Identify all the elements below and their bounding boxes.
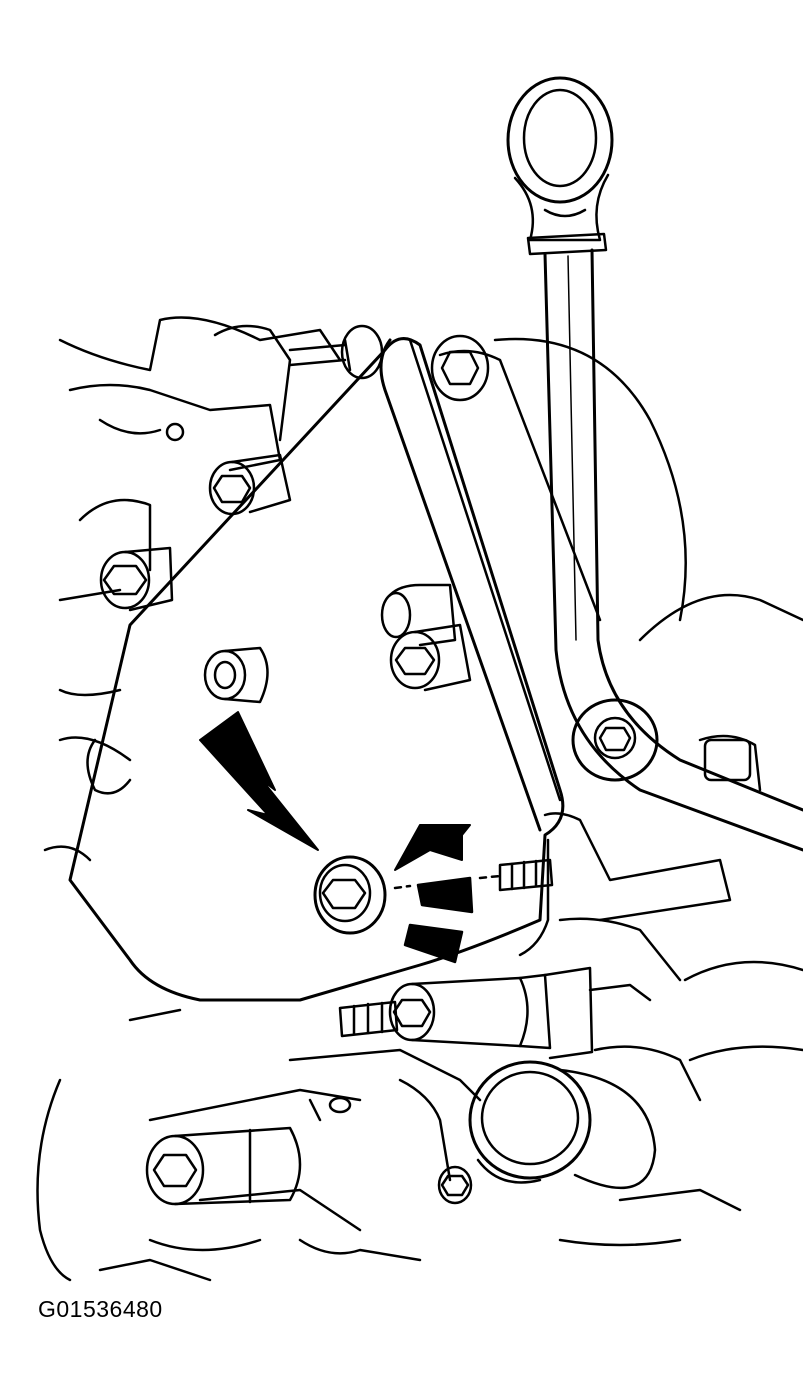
dipstick-tube [543,248,803,852]
direction-arrow-icon [394,824,471,871]
lower-housing [148,1048,482,1252]
dowel-sleeve [203,646,269,704]
upper-left-bracket [58,316,352,602]
bolt-upper-left [208,453,292,516]
round-fitting [468,1045,702,1190]
bolt-top [340,324,490,402]
figure-id-label: G01536480 [38,1296,163,1322]
engine-cover-plate [68,337,602,1002]
stud-pin [393,858,554,892]
lower-sensor-stud [338,966,652,1060]
bolt-middle-pair [380,583,472,692]
left-edge-structure [36,688,742,1282]
bolt-dipstick-mount [571,698,659,782]
lower-right-bracket [518,812,732,982]
right-housing [493,337,803,1062]
bolt-bottom-small [437,1165,473,1205]
motion-lines-icon [403,876,474,964]
target-bolt [313,855,387,935]
bolt-left [99,546,174,612]
direction-arrow-icon [199,711,319,851]
bolt-bottom-left [145,1126,302,1206]
dipstick-handle [506,76,614,256]
